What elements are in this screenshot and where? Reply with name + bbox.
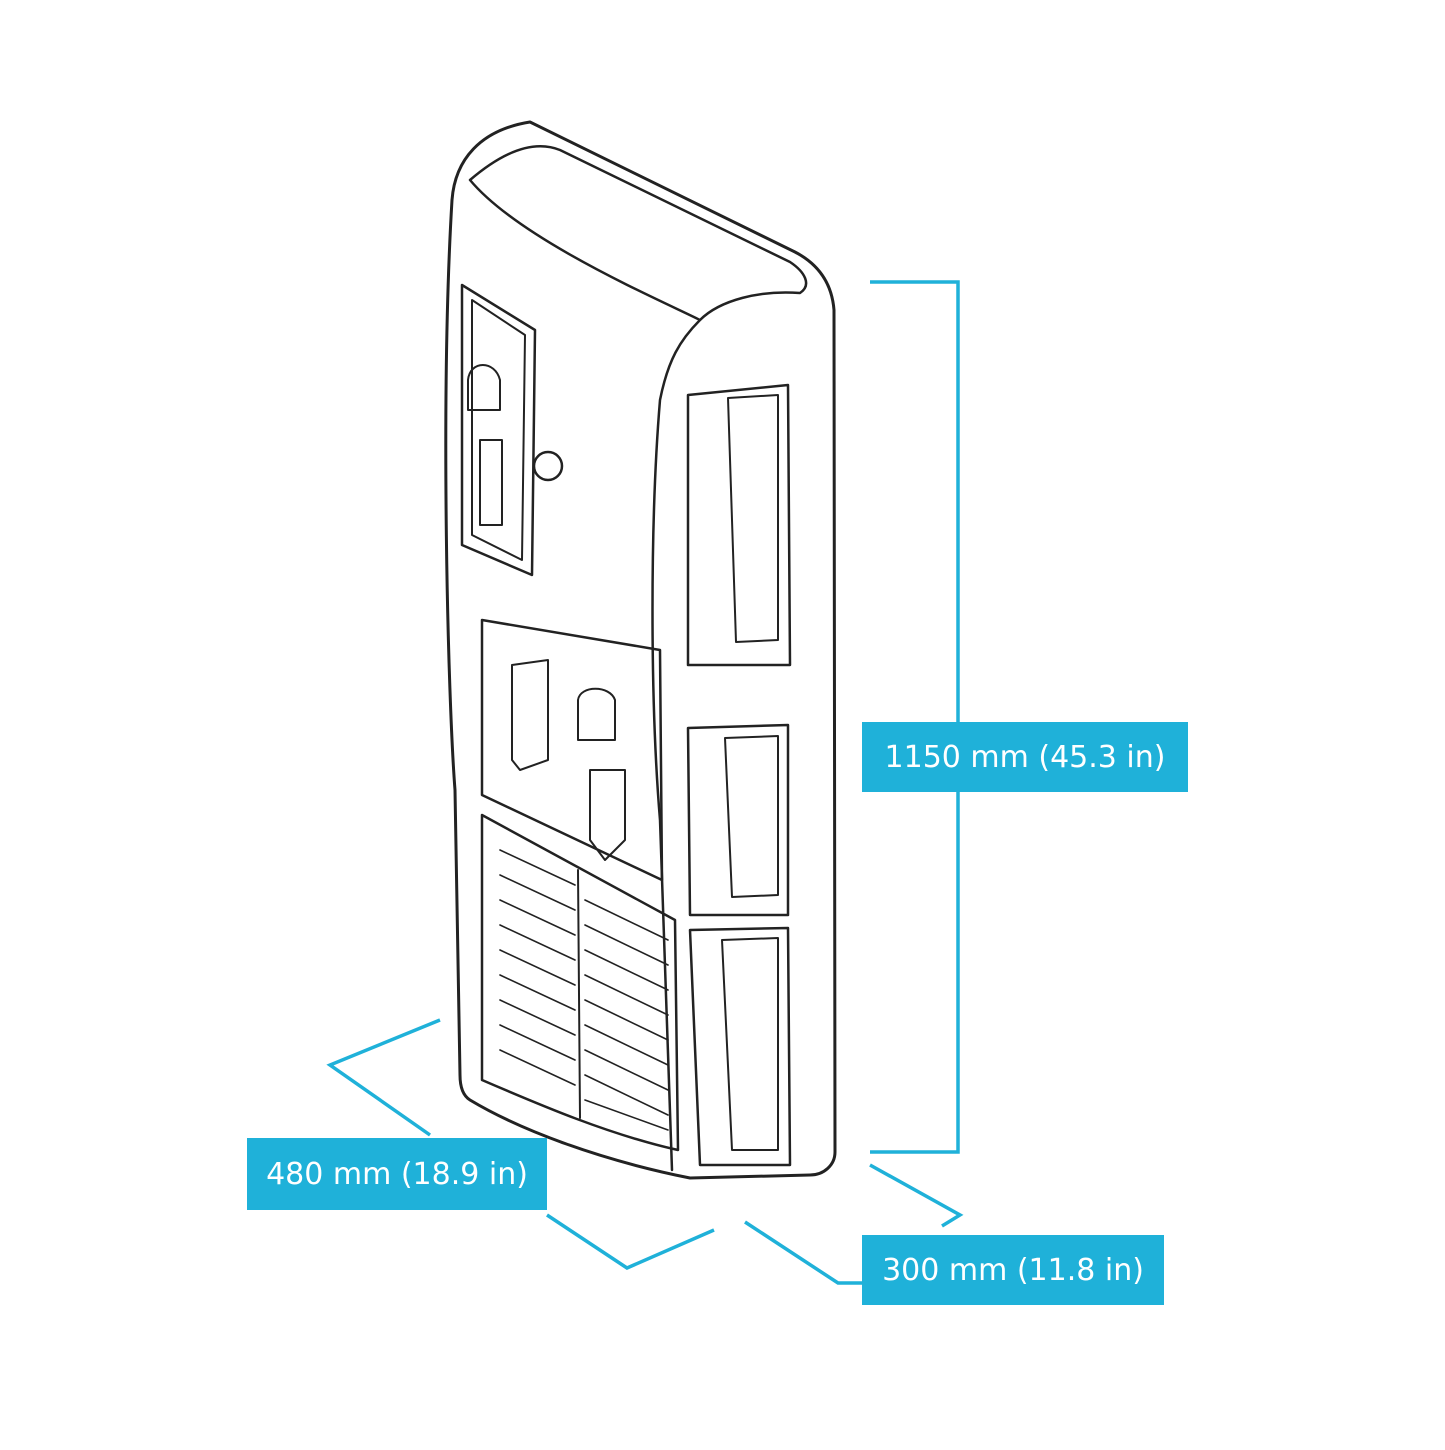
width-dimension-line xyxy=(326,1018,441,1137)
dispenser-body-outline xyxy=(444,120,837,1180)
height-label: 1150 mm (45.3 in) xyxy=(884,739,1166,775)
side-recess-top xyxy=(686,383,792,667)
grille-panel xyxy=(480,813,680,1152)
tap-right xyxy=(589,769,626,861)
front-side-edge xyxy=(651,318,702,1172)
depth-label: 300 mm (11.8 in) xyxy=(882,1252,1144,1288)
width-label-background xyxy=(247,1138,547,1210)
width-label: 480 mm (18.9 in) xyxy=(266,1156,528,1192)
depth-label-background xyxy=(862,1235,1164,1305)
side-recess-bottom xyxy=(688,926,792,1167)
control-panel-inner xyxy=(471,299,526,561)
dispensing-area xyxy=(480,618,664,882)
depth-dimension-line xyxy=(869,1163,964,1228)
top-cap-outline xyxy=(468,145,808,322)
control-panel-recess xyxy=(460,283,537,577)
upper-tap xyxy=(467,364,501,411)
side-recess-middle xyxy=(686,723,790,917)
height-label-background xyxy=(862,722,1188,792)
tap-left xyxy=(511,659,549,771)
height-dimension-line xyxy=(870,280,960,722)
